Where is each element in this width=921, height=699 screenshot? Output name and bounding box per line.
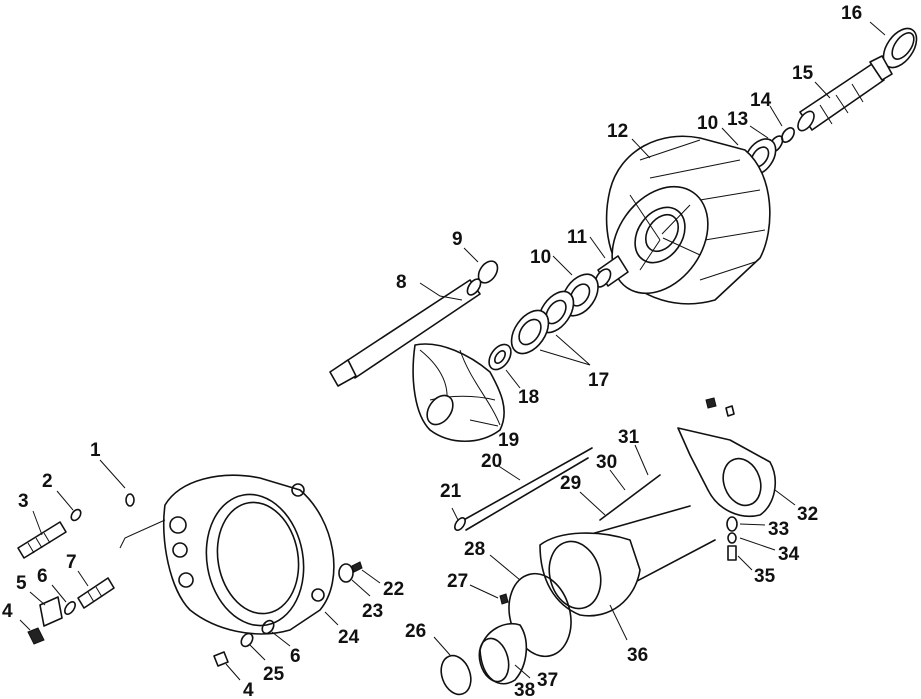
callout-4: 4 [2, 601, 13, 622]
part-14-ring [781, 127, 795, 143]
part-33-spacer [726, 516, 738, 532]
part-1-oring [125, 493, 135, 507]
callout-28: 28 [464, 539, 485, 560]
callout-12: 12 [607, 121, 628, 142]
callout-25: 25 [263, 664, 285, 685]
part-25-washer [240, 632, 254, 648]
part-4-nut-left [27, 627, 45, 645]
callout-17: 17 [588, 370, 609, 391]
callout-30: 30 [596, 452, 617, 473]
callout-8: 8 [396, 272, 407, 293]
part-16-seal [882, 27, 918, 69]
part-6-washer-lower [261, 619, 275, 635]
part-28-ring [508, 572, 572, 658]
part-2-washer [70, 508, 82, 522]
callout-6: 6 [37, 566, 48, 587]
part-34-washer [727, 532, 737, 544]
part-17-seals [510, 290, 575, 355]
part-26-ring [440, 654, 472, 696]
callout-36: 36 [627, 645, 648, 666]
callout-33: 33 [768, 519, 789, 540]
part-32-reverse-arm [677, 397, 776, 517]
part-22-bolt [351, 561, 363, 573]
part-23-nut [338, 563, 354, 583]
callout-7: 7 [66, 552, 77, 573]
part-3-fitting [17, 521, 67, 559]
callout-29: 29 [560, 473, 581, 494]
callout-1: 1 [90, 440, 101, 461]
callout-20: 20 [481, 451, 502, 472]
callout-11: 11 [567, 227, 588, 248]
callout-16: 16 [841, 3, 862, 24]
callout-3: 3 [18, 491, 29, 512]
part-8-impeller-shaft [329, 278, 482, 387]
callout-5: 5 [16, 573, 27, 594]
part-5-bracket [39, 596, 63, 627]
part-21-rod-end [454, 517, 466, 531]
part-27-clamp [499, 593, 509, 605]
callout-26: 26 [405, 621, 426, 642]
callout-2: 2 [42, 471, 53, 492]
callout-9: 9 [452, 229, 463, 250]
callout-38: 38 [514, 680, 535, 699]
callout-18: 18 [518, 387, 539, 408]
callout-10: 10 [530, 247, 551, 268]
part-15-drive-shaft [797, 55, 893, 132]
callout-15: 15 [792, 63, 814, 84]
part-11-sleeve [594, 255, 629, 288]
part-36-nozzle [539, 532, 641, 617]
callout-35: 35 [754, 566, 776, 587]
callout-14: 14 [750, 90, 772, 111]
part-30-stud [599, 474, 661, 521]
callout-19: 19 [498, 430, 519, 451]
callout-21: 21 [440, 481, 462, 502]
part-37-nozzle-cone [478, 623, 528, 685]
callout-27: 27 [447, 571, 468, 592]
part-6-washer-left [64, 601, 76, 615]
callout-31: 31 [618, 427, 640, 448]
part-19-impeller [412, 343, 505, 442]
part-18-collar [488, 343, 512, 371]
part-20-rod [459, 447, 593, 531]
callout-4: 4 [243, 680, 254, 699]
callout-22: 22 [383, 579, 404, 600]
callout-13: 13 [727, 109, 748, 130]
callout-32: 32 [797, 504, 818, 525]
part-12-pump-housing [605, 135, 771, 305]
part-35-bolt [727, 545, 737, 561]
part-24-intake-housing [119, 474, 335, 635]
leader-lines [19, 21, 886, 681]
callout-labels: 1 2 3 4 4 5 6 6 7 8 9 10 10 11 12 13 14 … [2, 3, 862, 699]
part-4-nut-lower [213, 651, 229, 667]
callout-24: 24 [338, 627, 360, 648]
callout-10: 10 [697, 113, 718, 134]
callout-37: 37 [537, 670, 558, 691]
part-7-fitting [77, 577, 115, 609]
callout-34: 34 [778, 544, 800, 565]
callout-23: 23 [362, 601, 383, 622]
callout-6: 6 [290, 646, 301, 667]
